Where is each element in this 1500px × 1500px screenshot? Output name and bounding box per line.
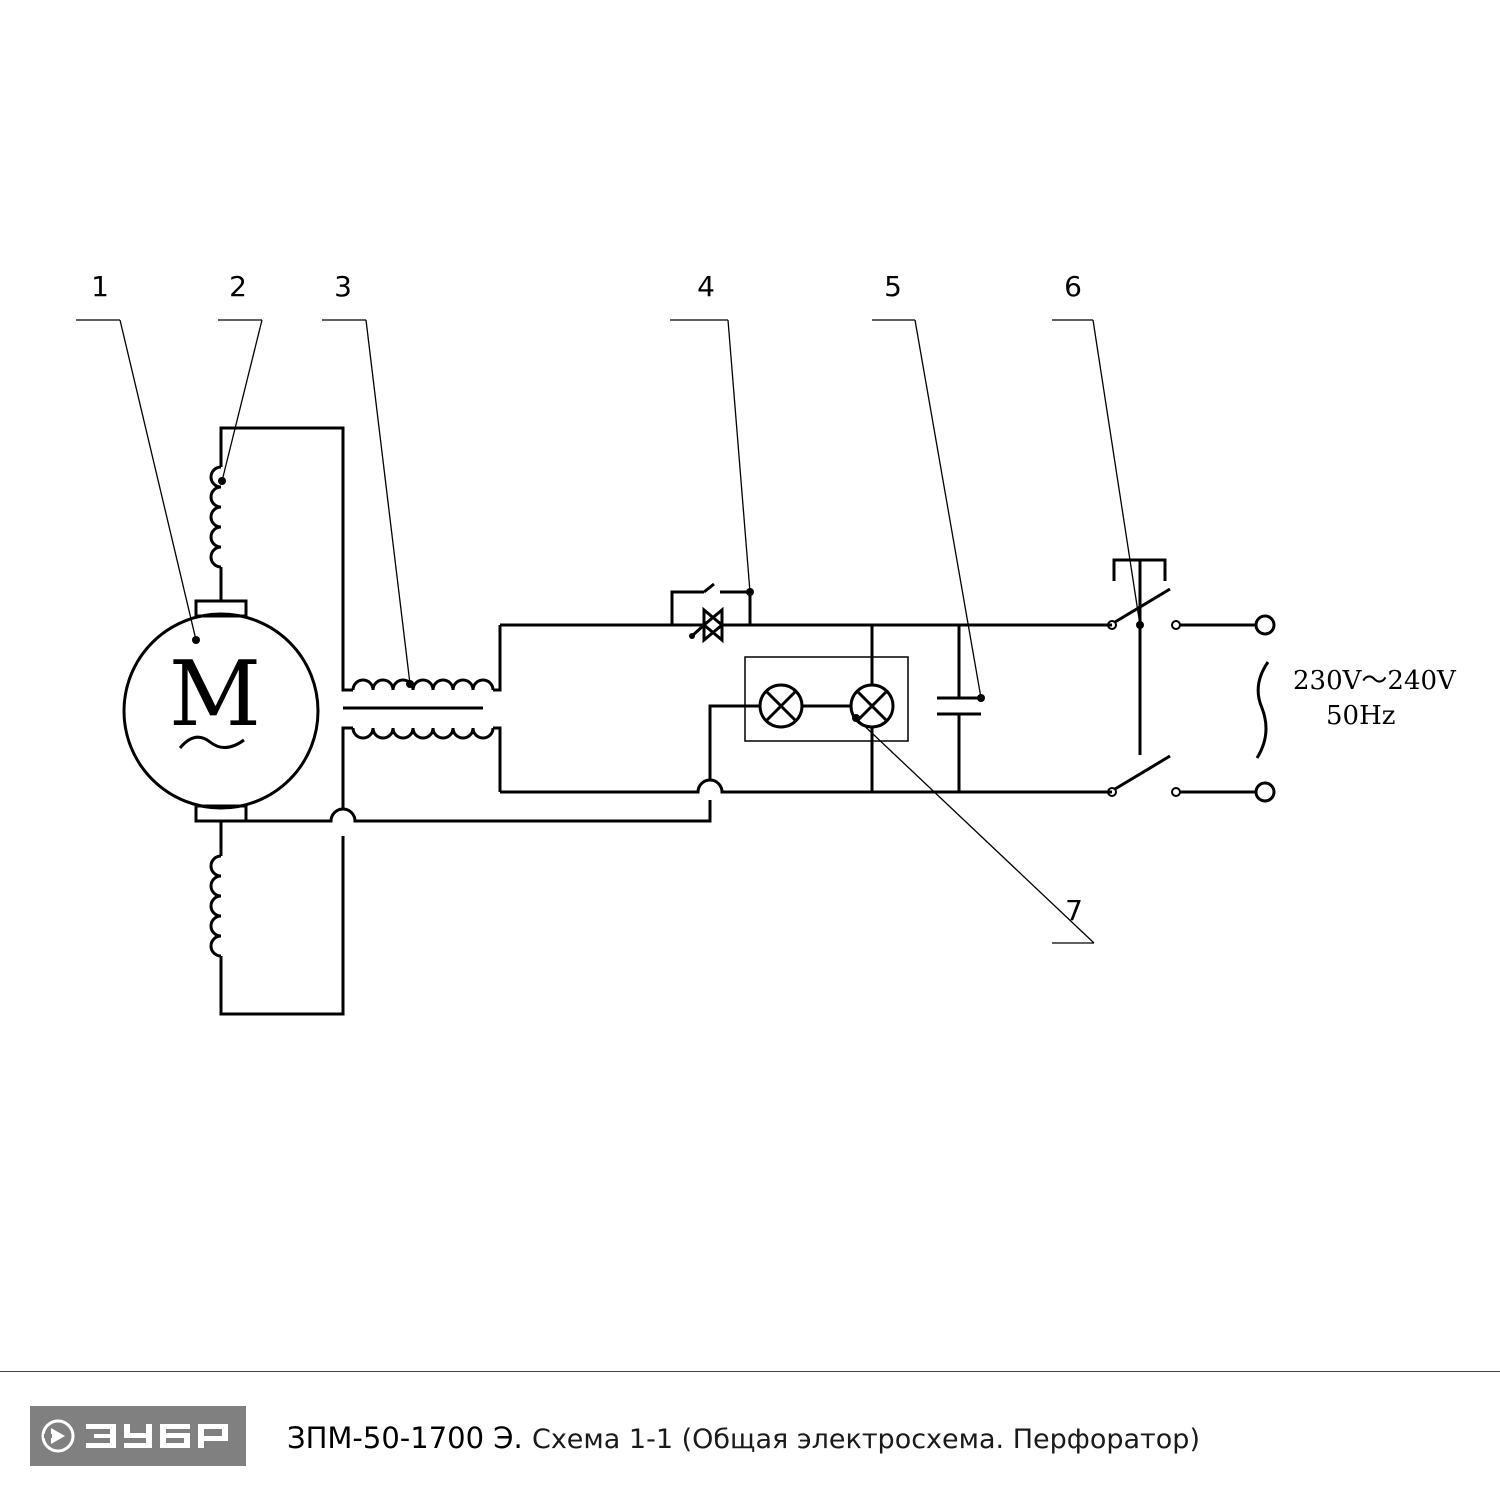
callout-leader-5 [872, 319, 985, 702]
field-winding-upper [209, 426, 353, 692]
callout-number-1: 1 [91, 270, 109, 303]
model-name: ЗПМ-50-1700 Э. [287, 1421, 523, 1455]
brand-logo-mark [41, 1419, 228, 1453]
callout-leader-3 [322, 319, 414, 688]
wire-crossing-bridge-left [246, 800, 712, 823]
capacitor-symbol [937, 625, 981, 792]
callout-number-2: 2 [229, 270, 247, 303]
callout-leader-4 [670, 319, 754, 596]
supply-voltage-label: 230V～240V [1293, 666, 1457, 696]
callout-number-3: 3 [334, 270, 352, 303]
footer-divider [0, 1371, 1500, 1372]
footer-title: ЗПМ-50-1700 Э. Схема 1-1 (Общая электрос… [287, 1418, 1200, 1460]
indicator-lamps [708, 625, 909, 792]
transformer-coil [343, 625, 502, 792]
callout-leader-2 [218, 319, 263, 485]
mains-switch [1107, 558, 1181, 797]
motor-letter: M [169, 642, 261, 747]
callout-leader-7 [852, 714, 1095, 944]
triac-symbol [670, 582, 752, 644]
callout-number-5: 5 [884, 270, 902, 303]
bottom-rail [500, 778, 1112, 794]
callout-leader-1 [76, 319, 200, 644]
wiring-diagram: 1 2 3 4 5 6 7 [76, 270, 1457, 1016]
callout-number-6: 6 [1064, 270, 1082, 303]
brand-logo [30, 1406, 246, 1466]
callout-leader-6 [1052, 319, 1144, 629]
supply-terminals [1180, 614, 1276, 803]
supply-frequency-label: 50Hz [1326, 701, 1395, 731]
motor-symbol: M [122, 599, 320, 823]
field-winding-lower [209, 726, 353, 1016]
callout-number-4: 4 [697, 270, 715, 303]
callout-number-7: 7 [1065, 894, 1083, 927]
diagram-description: Схема 1-1 (Общая электросхема. Перфорато… [531, 1424, 1200, 1455]
